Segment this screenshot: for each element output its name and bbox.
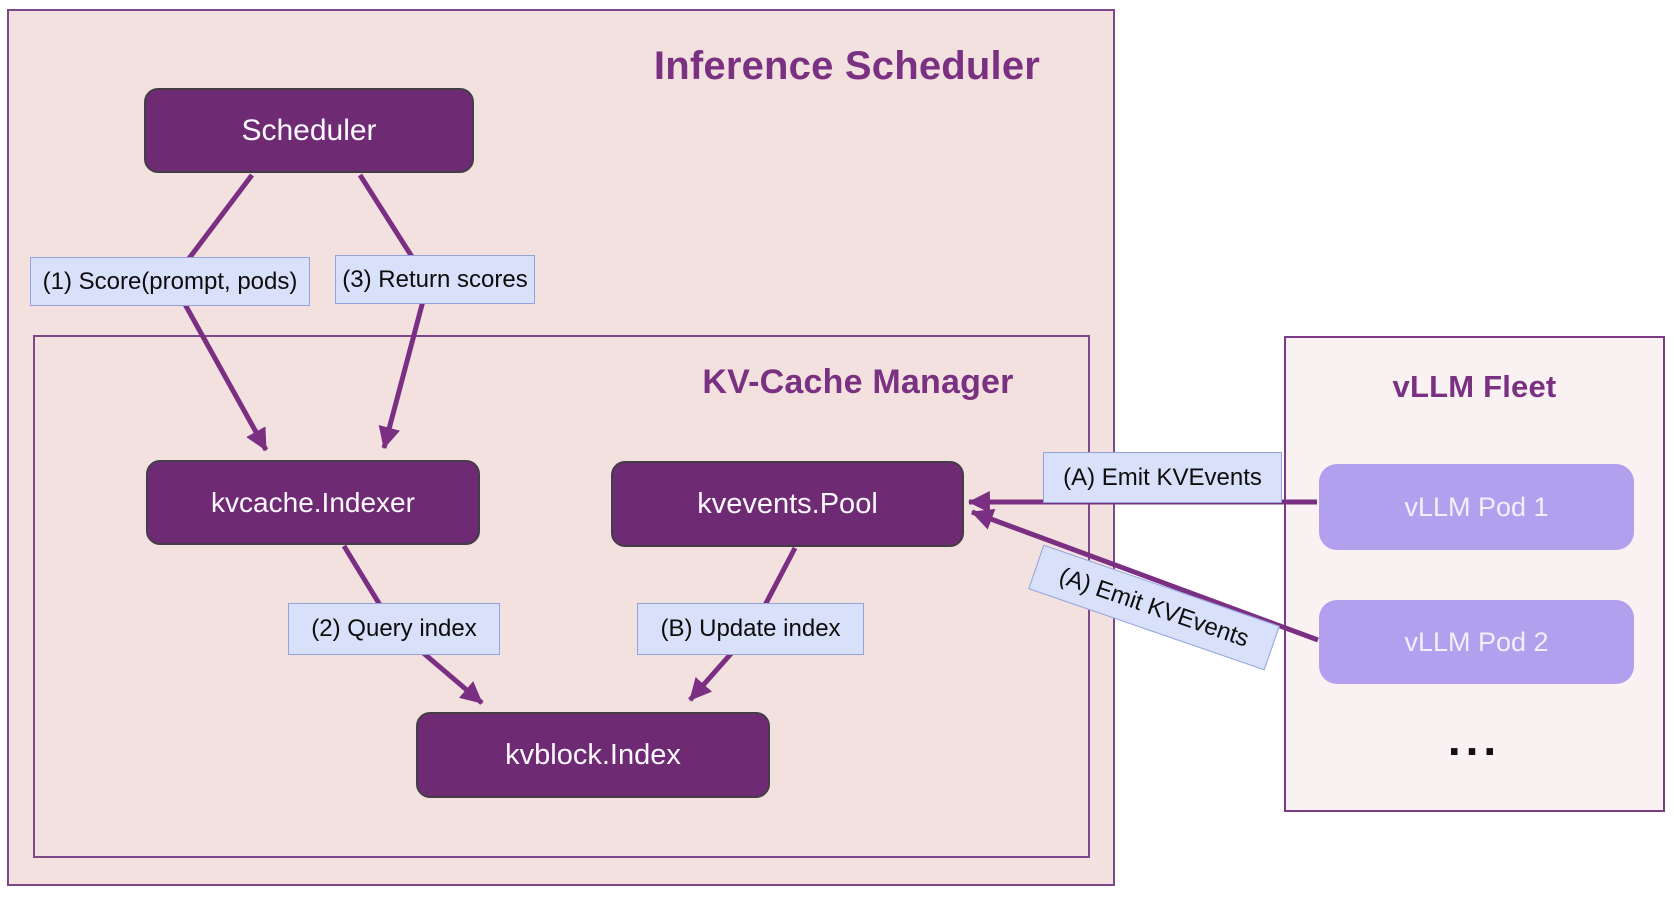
kvblock-index-node: kvblock.Index [416, 712, 770, 798]
inference-scheduler-title: Inference Scheduler [653, 44, 1041, 88]
edge-label-update-index: (B) Update index [637, 603, 864, 655]
kv-cache-manager-title: KV-Cache Manager [702, 363, 1014, 401]
kvcache-indexer-node: kvcache.Indexer [146, 460, 480, 545]
edge-label-score: (1) Score(prompt, pods) [30, 257, 310, 306]
vllm-pod-2-node: vLLM Pod 2 [1319, 600, 1634, 684]
vllm-pod-1-node: vLLM Pod 1 [1319, 464, 1634, 550]
kvevents-pool-node: kvevents.Pool [611, 461, 964, 547]
more-pods-ellipsis: ... [1447, 713, 1502, 765]
edge-label-return-scores: (3) Return scores [335, 255, 535, 304]
vllm-fleet-title: vLLM Fleet [1392, 369, 1557, 404]
edge-label-emit-kvevents-pod1: (A) Emit KVEvents [1043, 452, 1282, 503]
scheduler-node: Scheduler [144, 88, 474, 173]
edge-label-query-index: (2) Query index [288, 603, 500, 655]
vllm-fleet-container: vLLM Fleet vLLM Pod 1 vLLM Pod 2 ... [1284, 336, 1665, 812]
